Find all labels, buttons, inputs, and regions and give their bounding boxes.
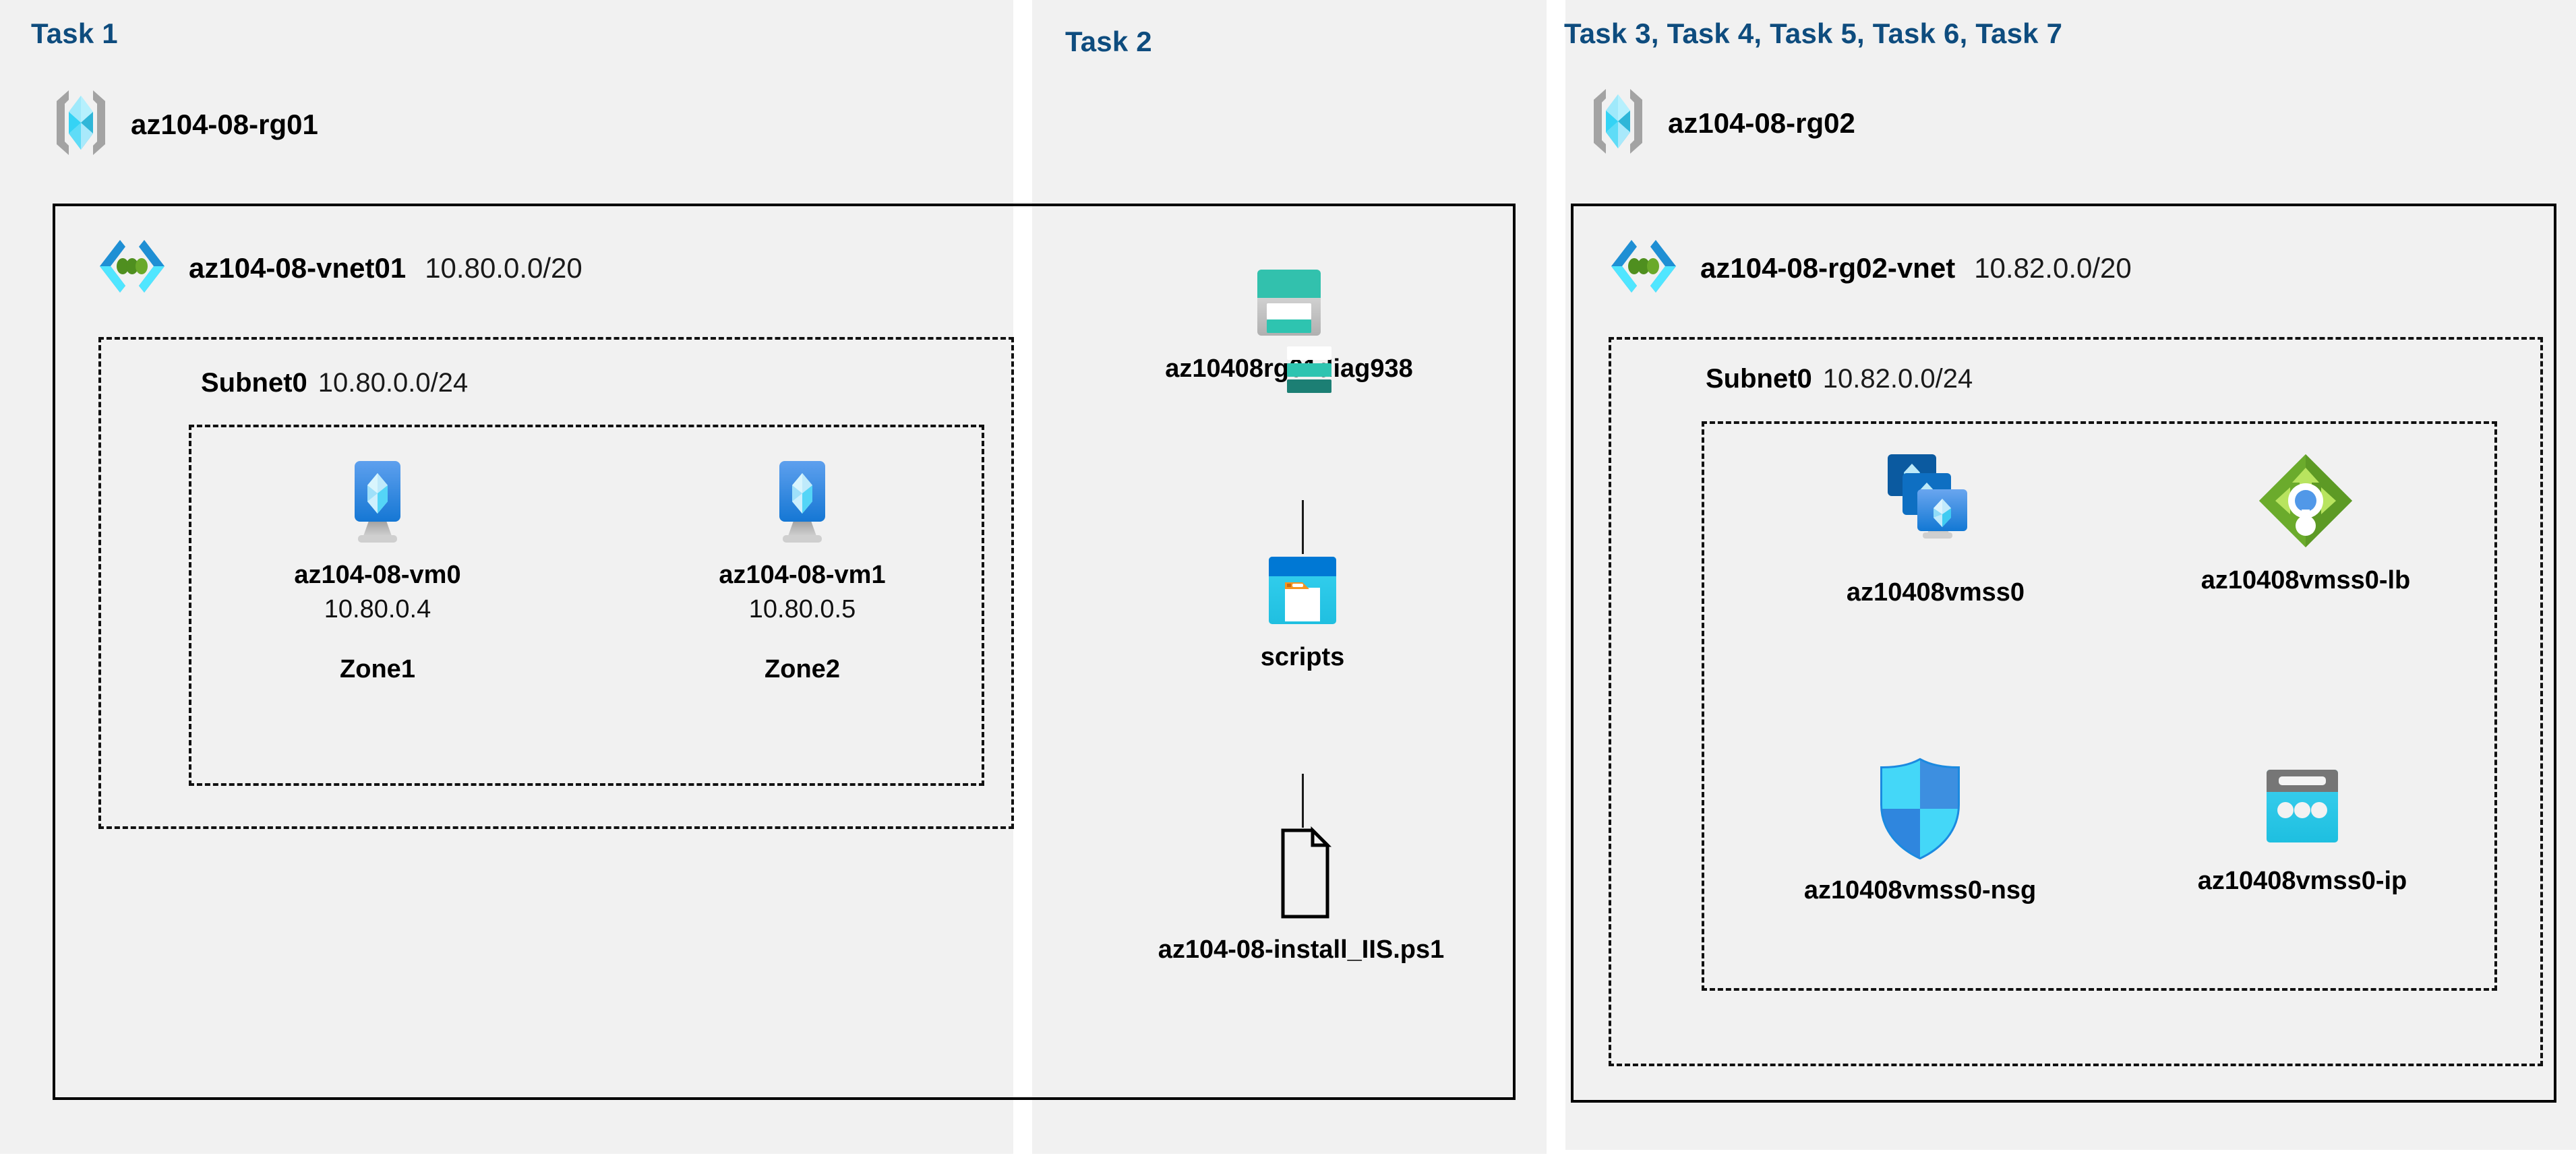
subnet-row-subnet0-rg01: Subnet0 10.80.0.0/24 (201, 368, 468, 398)
node-label-load-balancer: az10408vmss0-lb (2200, 566, 2411, 594)
node-storage-account[interactable]: az10408rg01diag938 (1094, 266, 1485, 384)
vnet-name-vnet01: az104-08-vnet01 (189, 251, 407, 284)
task-label-1: Task 1 (31, 18, 118, 49)
node-label-nsg: az10408vmss0-nsg (1803, 876, 2037, 904)
subnet-boundary-subnet0-rg01 (98, 337, 1014, 829)
subnet-cidr-subnet0-rg02: 10.82.0.0/24 (1822, 364, 1973, 394)
public-ip-address-icon (2261, 766, 2343, 855)
panel-task1 (0, 0, 1013, 1154)
resource-group-name-rg02: az104-08-rg02 (1668, 106, 1855, 139)
node-ip-vm0: 10.80.0.4 (324, 594, 431, 623)
node-public-ip[interactable]: az10408vmss0-ip (2137, 766, 2467, 896)
subnet-boundary-subnet0-rg02 (1609, 337, 2543, 1066)
node-label-vm1: az104-08-vm1 (719, 561, 886, 589)
node-blob-container[interactable]: scripts (1107, 553, 1498, 673)
storage-account-bars (1272, 311, 1346, 389)
node-label-public-ip: az10408vmss0-ip (2197, 867, 2407, 895)
virtual-network-icon (1606, 236, 1681, 300)
vnet-boundary-vnet01 (53, 204, 1516, 1100)
node-zone-vm0: Zone1 (340, 654, 415, 683)
node-script-file[interactable]: az104-08-install_IIS.ps1 (1065, 826, 1537, 965)
subnet-cidr-subnet0-rg01: 10.80.0.0/24 (318, 368, 469, 398)
virtual-network-icon (94, 236, 170, 300)
node-vm0[interactable]: az104-08-vm0 10.80.0.4 Zone1 (270, 456, 485, 684)
node-zone-vm1: Zone2 (765, 654, 840, 683)
load-balancer-icon (2255, 450, 2356, 555)
vm-scale-set-icon (1885, 450, 1986, 567)
resource-group-name-rg01: az104-08-rg01 (131, 108, 318, 140)
node-vmss[interactable]: az10408vmss0 (1784, 450, 2087, 608)
node-ip-vm1: 10.80.0.5 (748, 594, 856, 623)
storage-account-bar-dark (1272, 311, 1346, 402)
subnet-row-subnet0-rg02: Subnet0 10.82.0.0/24 (1706, 364, 1973, 394)
node-nsg[interactable]: az10408vmss0-nsg (1751, 756, 2089, 906)
script-file-icon (1257, 826, 1345, 924)
subnet-name-subnet0-rg02: Subnet0 (1706, 364, 1812, 394)
node-load-balancer[interactable]: az10408vmss0-lb (2144, 450, 2467, 596)
connector-container-to-file (1302, 774, 1304, 828)
availability-zone-boundary (189, 425, 984, 786)
resource-group-inner-boundary (1702, 421, 2497, 991)
task-label-2: Task 2 (1065, 26, 1152, 57)
node-label-script-file: az104-08-install_IIS.ps1 (1158, 935, 1445, 964)
virtual-machine-icon (332, 456, 423, 549)
node-vm1[interactable]: az104-08-vm1 10.80.0.5 Zone2 (694, 456, 910, 684)
resource-group-icon (1586, 85, 1650, 161)
storage-account-icon (1252, 266, 1326, 343)
vnet-row-vnet01: az104-08-vnet01 10.80.0.0/20 (94, 236, 582, 300)
node-label-blob-container: scripts (1260, 643, 1345, 671)
network-security-group-icon (1873, 756, 1967, 865)
vnet-boundary-rg02-vnet (1571, 204, 2556, 1103)
vnet-cidr-rg02-vnet: 10.82.0.0/20 (1974, 251, 2132, 284)
resource-group-row-rg02: az104-08-rg02 (1586, 85, 1855, 161)
node-label-vm0: az104-08-vm0 (294, 561, 461, 589)
virtual-machine-icon (757, 456, 847, 549)
vnet-cidr-vnet01: 10.80.0.0/20 (425, 251, 582, 284)
panel-task3-7 (1565, 0, 2576, 1150)
vnet-row-rg02-vnet: az104-08-rg02-vnet 10.82.0.0/20 (1606, 236, 2132, 300)
resource-group-row-rg01: az104-08-rg01 (49, 86, 318, 162)
task-label-3-7: Task 3, Task 4, Task 5, Task 6, Task 7 (1564, 18, 2063, 49)
connector-storage-to-container (1302, 500, 1304, 554)
blob-container-icon (1265, 553, 1340, 632)
node-label-vmss: az10408vmss0 (1846, 578, 2025, 607)
vnet-name-rg02-vnet: az104-08-rg02-vnet (1700, 251, 1956, 284)
resource-group-icon (49, 86, 113, 162)
subnet-name-subnet0-rg01: Subnet0 (201, 368, 307, 398)
